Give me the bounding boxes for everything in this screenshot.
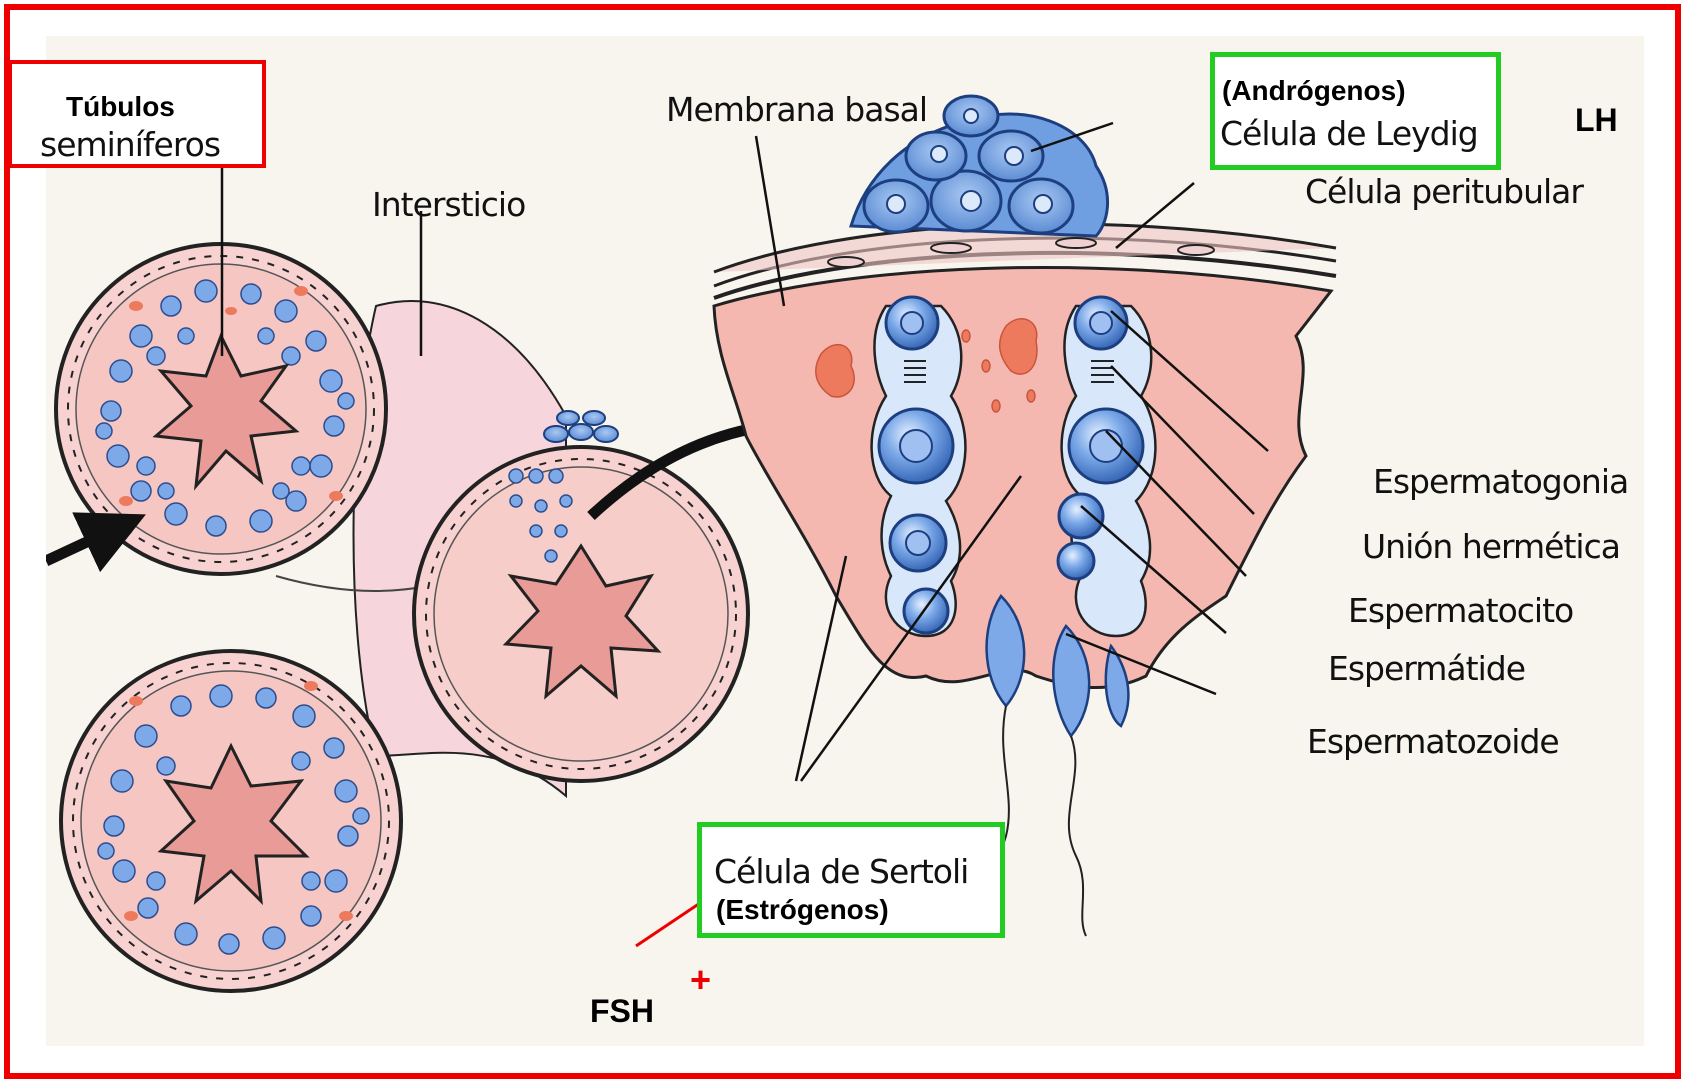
androgenos-label: (Andrógenos) — [1222, 77, 1406, 105]
lh-label: LH — [1575, 104, 1618, 136]
sertoli-label: Célula de Sertoli — [714, 855, 968, 888]
espermatide-label: Espermátide — [1328, 652, 1525, 685]
intersticio-label: Intersticio — [372, 188, 525, 221]
espermatocito-label: Espermatocito — [1348, 594, 1573, 627]
union-hermetica-label: Unión hermética — [1362, 530, 1620, 563]
tubulos-subtitle: seminíferos — [40, 128, 220, 161]
fsh-label: FSH — [590, 995, 654, 1027]
leydig-label: Célula de Leydig — [1220, 117, 1478, 150]
estrogenos-label: (Estrógenos) — [716, 896, 889, 924]
seminiferous-tubule-bottom-left — [61, 651, 401, 991]
espermatogonia-label: Espermatogonia — [1373, 465, 1628, 498]
arrow-into-tubule — [46, 526, 121, 561]
peritubular-label: Célula peritubular — [1305, 175, 1583, 208]
tubulos-title: Túbulos — [66, 93, 175, 121]
fsh-plus-sign: + — [690, 962, 711, 998]
membrana-basal-label: Membrana basal — [666, 93, 927, 126]
espermatozoide-label: Espermatozoide — [1307, 725, 1559, 758]
